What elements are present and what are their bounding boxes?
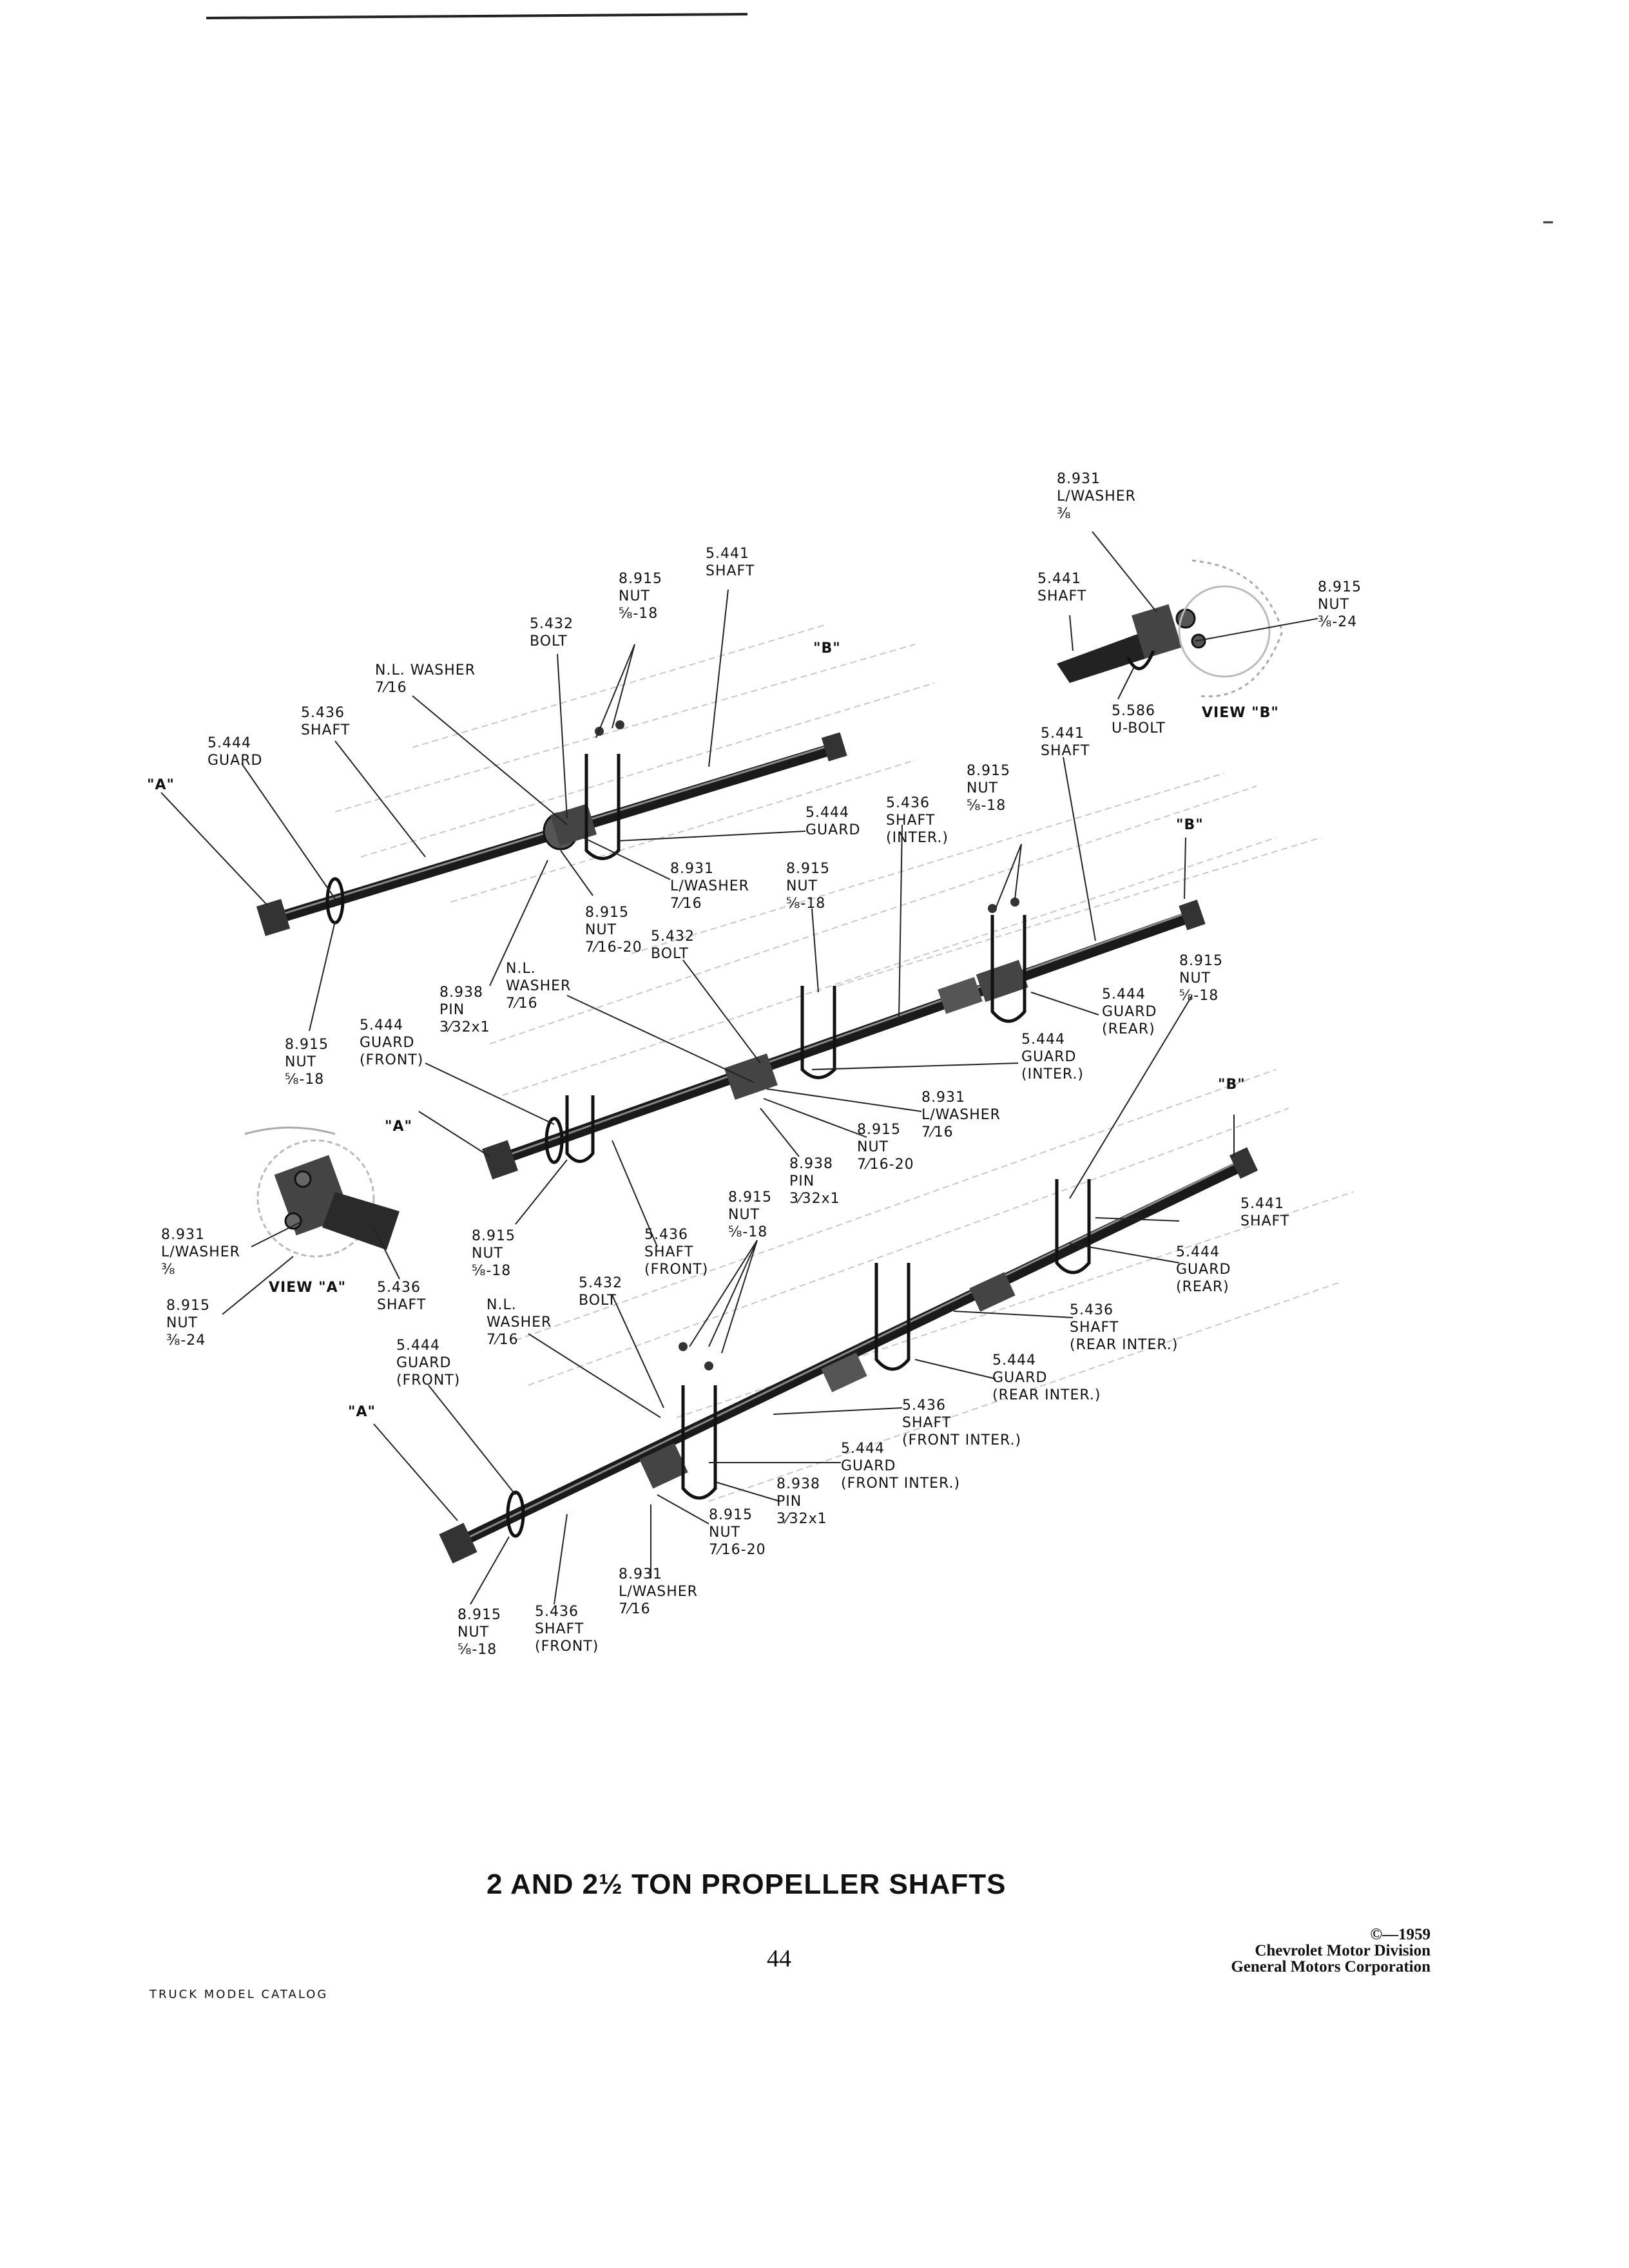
middle-a-marker: "A" — [385, 1119, 412, 1135]
view-a-inset — [244, 1126, 400, 1258]
view-a-caption: VIEW "A" — [269, 1280, 347, 1296]
leader-lines — [160, 531, 1318, 1605]
copyright-year: ©—1959 — [1370, 1926, 1431, 1943]
top-b-marker: "B" — [813, 640, 841, 657]
copyright-corporation: General Motors Corporation — [1231, 1958, 1431, 1975]
page-number: 44 — [767, 1945, 791, 1972]
chassis-frame-sketch — [334, 624, 1354, 1502]
view-b-caption: VIEW "B" — [1202, 705, 1279, 721]
page-title: 2 AND 2½ TON PROPELLER SHAFTS — [487, 1869, 1007, 1900]
bottom-a-marker: "A" — [348, 1404, 376, 1420]
top-a-marker: "A" — [147, 777, 175, 793]
bottom-b-marker: "B" — [1218, 1077, 1246, 1093]
top-rule — [206, 13, 1553, 224]
copyright-division: Chevrolet Motor Division — [1255, 1942, 1431, 1959]
shaft-assembly-middle — [482, 898, 1206, 1180]
middle-b-marker: "B" — [1176, 817, 1204, 833]
view-b-inset — [1057, 559, 1284, 698]
shaft-assembly-bottom — [439, 1147, 1258, 1564]
footer-catalog-name: TRUCK MODEL CATALOG — [149, 1988, 329, 2001]
copyright-block: ©—1959 Chevrolet Motor Division General … — [1147, 1927, 1431, 1975]
